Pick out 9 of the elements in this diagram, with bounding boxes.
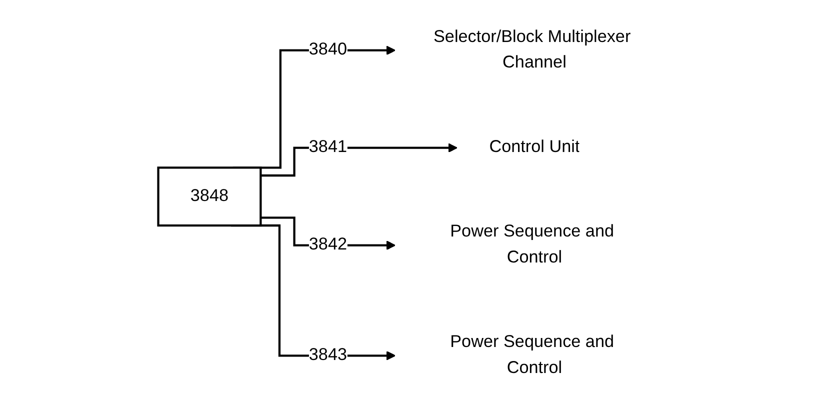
- edge-label: 3840: [308, 40, 348, 59]
- node-text: Selector/Block Multiplexer Channel: [433, 28, 631, 72]
- node-text: Control Unit: [489, 138, 580, 156]
- edge-label: 3842: [308, 236, 348, 254]
- node-box: 3848: [157, 166, 262, 227]
- edge-label: 3843: [308, 346, 348, 364]
- edge-label: 3841: [308, 138, 348, 156]
- node-text: Power Sequence and Control: [450, 333, 614, 378]
- node-text: Power Sequence and Control: [450, 222, 614, 267]
